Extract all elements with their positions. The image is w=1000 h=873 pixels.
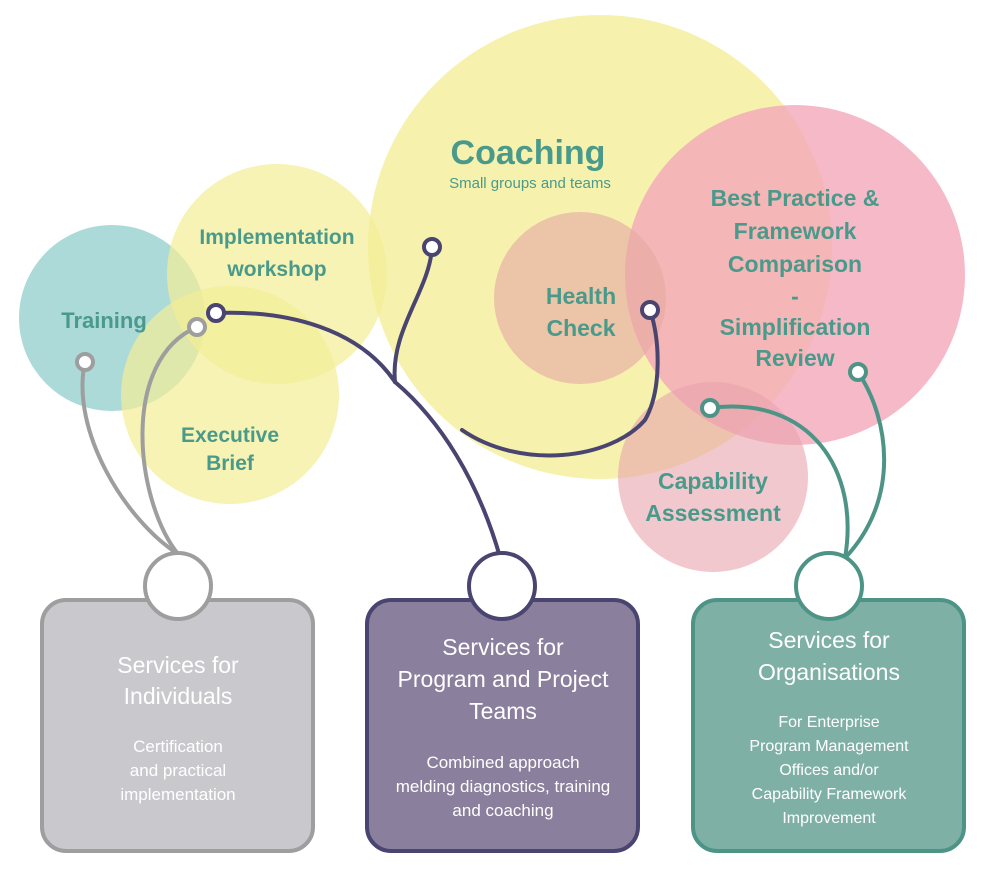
bubble-labels: Training Implementation workshop Executi… xyxy=(61,134,879,526)
capability-bubble xyxy=(618,382,808,572)
endpoint-health xyxy=(640,300,660,320)
capability-label-line2: Assessment xyxy=(645,500,781,526)
endpoint-executive xyxy=(187,317,207,337)
connector-individuals-executive xyxy=(140,325,199,556)
service-teams: Services for Program and Project Teams C… xyxy=(365,551,640,853)
coaching-title: Coaching xyxy=(451,134,606,172)
organisations-hub xyxy=(794,551,864,621)
connector-teams-coaching xyxy=(392,245,434,384)
best-practice-label-line1: Best Practice & xyxy=(711,185,880,211)
training-label: Training xyxy=(61,308,147,333)
endpoint-implementation xyxy=(206,303,226,323)
best-practice-label-line5: Simplification xyxy=(720,314,871,340)
executive-brief-label-line1: Executive xyxy=(181,424,279,447)
individuals-box xyxy=(40,598,315,853)
endpoint-training xyxy=(75,352,95,372)
endpoint-capability xyxy=(700,398,720,418)
teams-desc-line2: melding diagnostics, training xyxy=(396,777,611,796)
teams-title-line2: Program and Project xyxy=(398,666,610,692)
organisations-desc-line1: For Enterprise xyxy=(778,714,879,731)
organisations-desc-line5: Improvement xyxy=(782,810,876,827)
health-check-bubble xyxy=(494,212,666,384)
capability-label-line1: Capability xyxy=(658,468,768,494)
individuals-desc-line1: Certification xyxy=(133,737,223,756)
individuals-desc-line2: and practical xyxy=(130,761,226,780)
connector-endpoints xyxy=(75,237,868,418)
best-practice-label-line3: Comparison xyxy=(728,251,862,277)
bubble-layer xyxy=(19,15,965,572)
best-practice-label-line4: - xyxy=(791,283,799,309)
organisations-desc-line4: Capability Framework xyxy=(752,786,908,803)
individuals-hub xyxy=(143,551,213,621)
teams-desc-line1: Combined approach xyxy=(426,753,579,772)
service-individuals: Services for Individuals Certification a… xyxy=(40,551,315,853)
endpoint-coaching xyxy=(422,237,442,257)
best-practice-bubble xyxy=(625,105,965,445)
teams-hub xyxy=(467,551,537,621)
best-practice-label-line6: Review xyxy=(755,345,834,371)
executive-brief-label-line2: Brief xyxy=(206,452,255,475)
connectors xyxy=(80,245,887,560)
health-check-label-line1: Health xyxy=(546,283,616,309)
organisations-title-line2: Organisations xyxy=(758,659,900,685)
teams-title-line1: Services for xyxy=(442,634,564,660)
connector-teams-health xyxy=(460,308,660,458)
teams-title-line3: Teams xyxy=(469,698,537,724)
best-practice-label-line2: Framework xyxy=(734,218,857,244)
implementation-label-line2: workshop xyxy=(226,258,326,281)
individuals-title-line2: Individuals xyxy=(124,683,233,709)
individuals-desc-line3: implementation xyxy=(120,785,235,804)
connector-teams-implementation xyxy=(214,310,397,384)
connector-individuals-training xyxy=(80,360,180,556)
endpoint-review xyxy=(848,362,868,382)
service-organisations: Services for Organisations For Enterpris… xyxy=(691,551,966,853)
organisations-desc-line3: Offices and/or xyxy=(779,762,879,779)
connector-orgs-review xyxy=(843,370,887,560)
organisations-desc-line2: Program Management xyxy=(749,738,909,755)
connector-orgs-capability xyxy=(708,404,850,560)
coaching-subtitle: Small groups and teams xyxy=(449,175,611,192)
organisations-title-line1: Services for xyxy=(768,627,890,653)
individuals-title-line1: Services for xyxy=(117,652,239,678)
teams-desc-line3: and coaching xyxy=(452,801,553,820)
connector-teams-trunk xyxy=(393,380,502,559)
implementation-label-line1: Implementation xyxy=(199,226,354,249)
health-check-label-line2: Check xyxy=(546,315,615,341)
